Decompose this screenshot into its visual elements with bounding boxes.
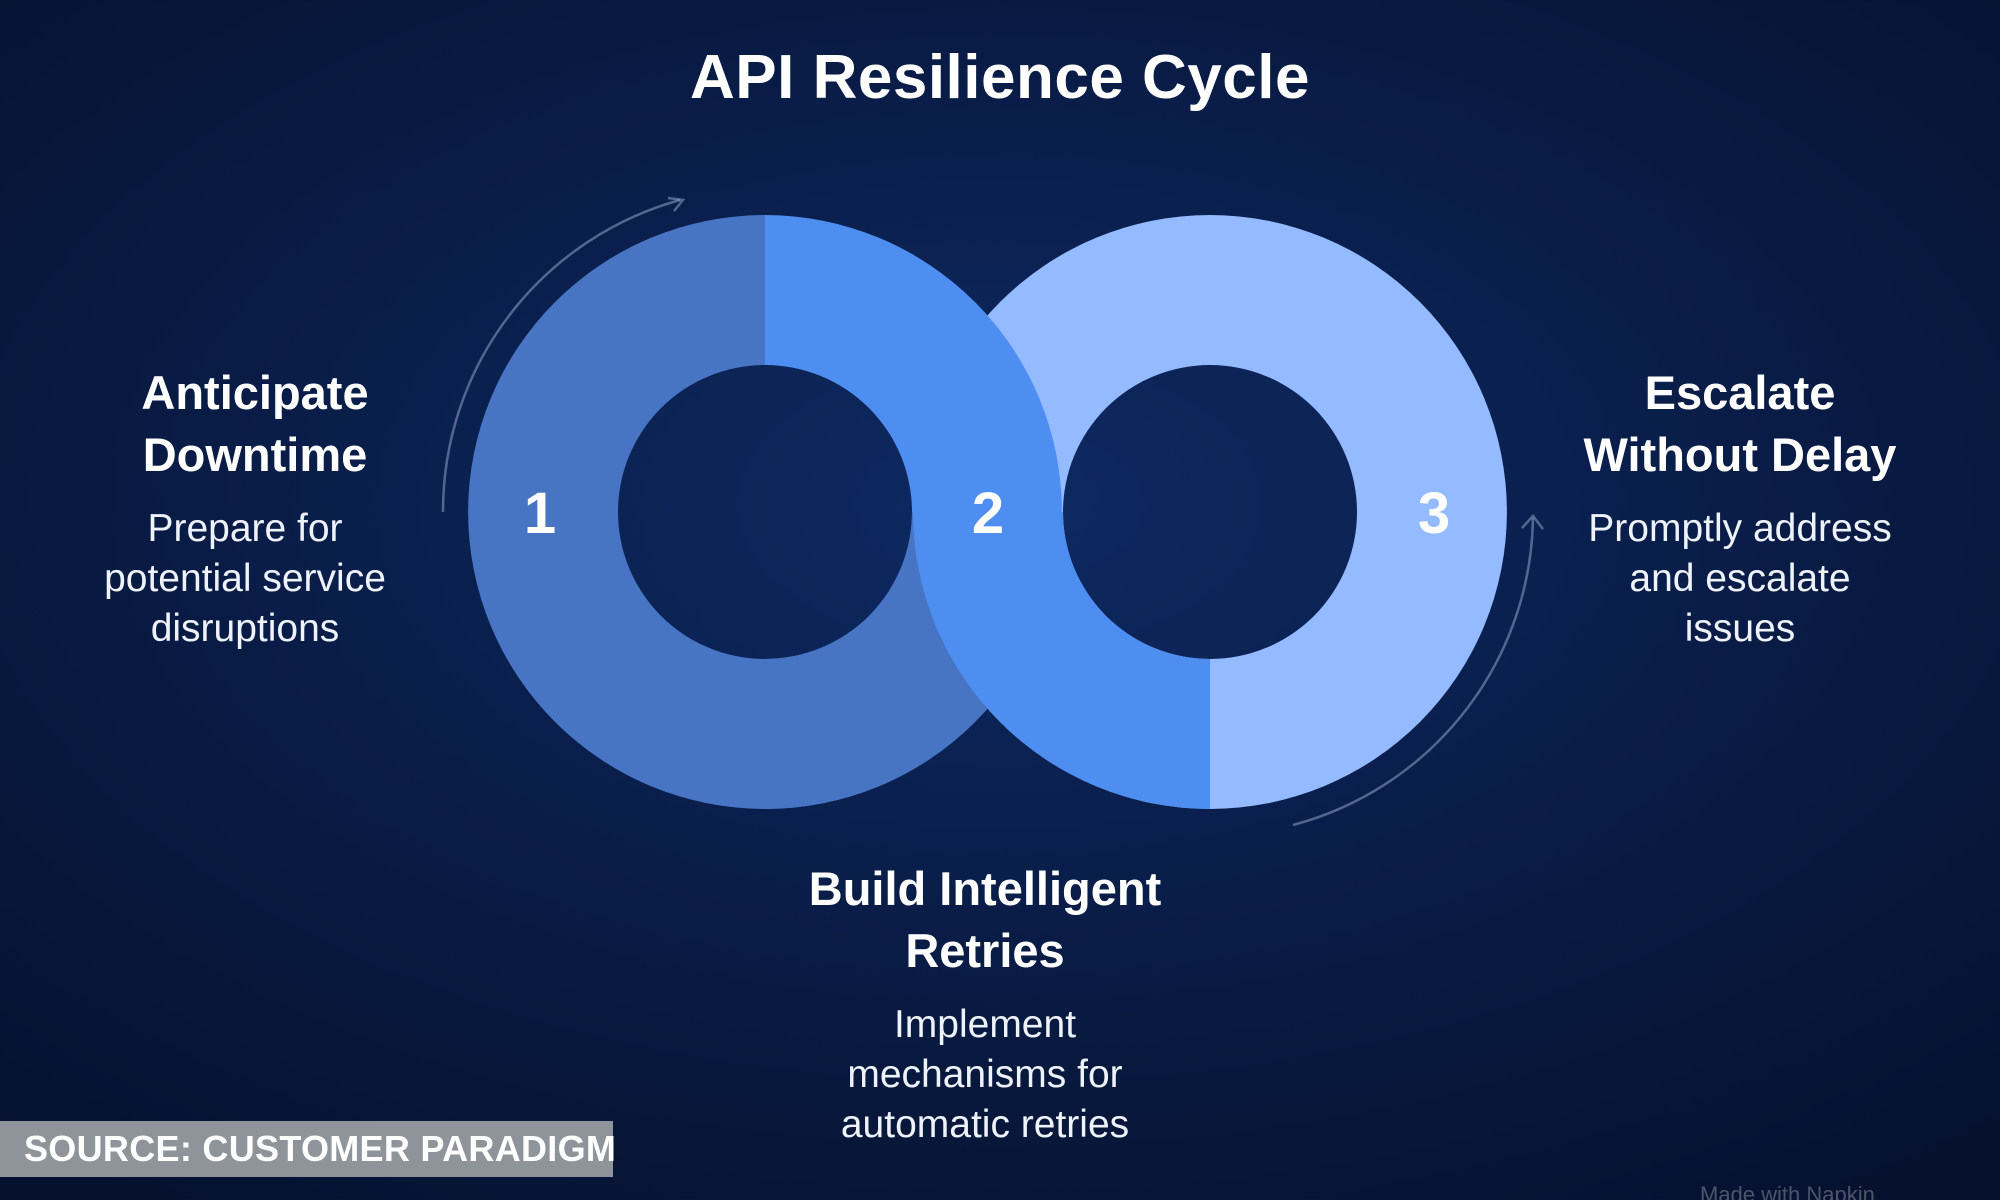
step-1-description-line: potential service (104, 557, 386, 600)
step-3-heading-line: Without Delay (1583, 428, 1897, 481)
source-badge: SOURCE: CUSTOMER PARADIGM (0, 1121, 616, 1177)
step-2-number: 2 (972, 481, 1004, 546)
step-3-description: Promptly address and escalate issues (1530, 504, 1950, 654)
step-escalate-without-delay: Escalate Without Delay Promptly address … (1530, 362, 1950, 654)
step-1-description-line: Prepare for (147, 507, 343, 550)
step-1-heading-line: Downtime (142, 428, 368, 481)
step-2-description: Implement mechanisms for automatic retri… (735, 1000, 1235, 1150)
step-3-description-line: issues (1684, 607, 1796, 650)
step-1-heading-line: Anticipate (141, 366, 369, 419)
watermark: Made with Napkin (1700, 1182, 1875, 1200)
cycle-arrow-top-left-head (667, 196, 686, 212)
step-2-heading: Build Intelligent Retries (735, 858, 1235, 982)
cycle-arrow-top-left (441, 198, 681, 513)
step-3-description-line: and escalate (1629, 557, 1851, 600)
step-2-heading-line: Build Intelligent (808, 862, 1162, 915)
step-1-description-line: disruptions (150, 607, 340, 650)
step-build-intelligent-retries: Build Intelligent Retries Implement mech… (735, 858, 1235, 1150)
cycle-arrow-bottom-right (1292, 517, 1535, 827)
step-2-heading-line: Retries (905, 924, 1065, 977)
ring-3-right-half (1210, 215, 1507, 809)
step-3-number: 3 (1418, 481, 1450, 546)
step-1-number: 1 (524, 481, 556, 546)
step-2-description-line: Implement (893, 1003, 1077, 1046)
step-2-description-line: automatic retries (840, 1103, 1130, 1146)
step-1-heading: Anticipate Downtime (80, 362, 410, 486)
step-3-heading: Escalate Without Delay (1530, 362, 1950, 486)
page-title: API Resilience Cycle (690, 43, 1310, 112)
step-2-description-line: mechanisms for (847, 1053, 1123, 1096)
ring-1-left-half (468, 215, 765, 809)
cycle-arrow-bottom-right-head (1521, 514, 1544, 530)
ring-3-lower-left-quarter (913, 512, 1210, 809)
step-3-heading-line: Escalate (1644, 366, 1836, 419)
step-3-description-line: Promptly address (1588, 507, 1892, 550)
step-1-description: Prepare for potential service disruption… (80, 504, 410, 654)
step-anticipate-downtime: Anticipate Downtime Prepare for potentia… (80, 362, 410, 654)
